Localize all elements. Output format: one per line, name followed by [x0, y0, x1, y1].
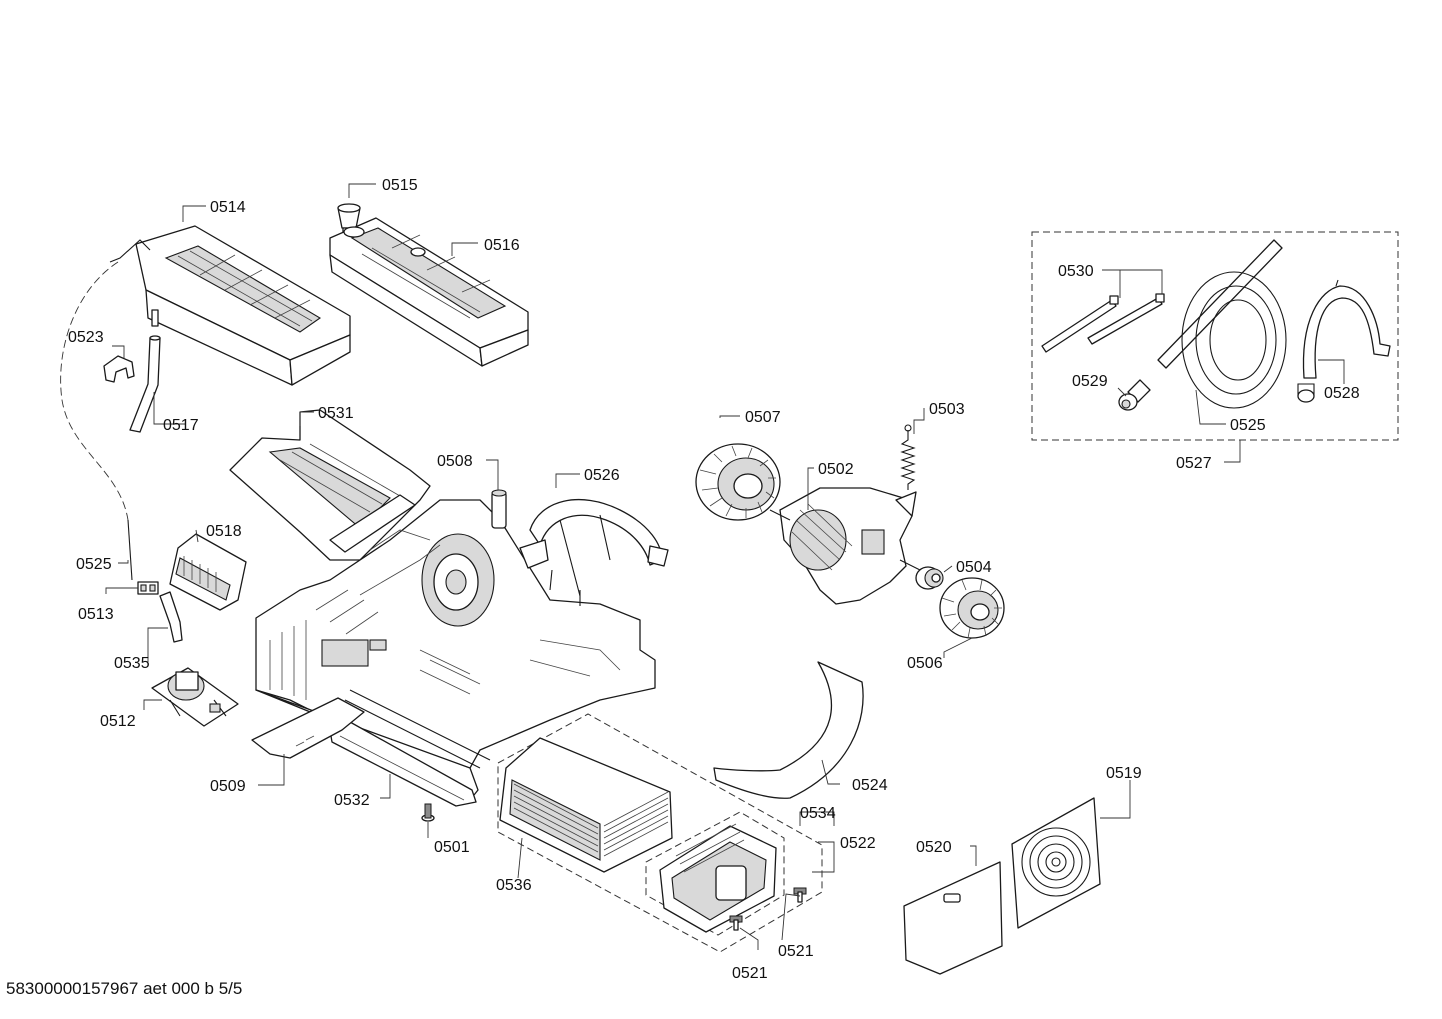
label-0536[interactable]: 0536: [496, 877, 532, 894]
label-0516[interactable]: 0516: [484, 237, 520, 254]
leader-lines: [105, 183, 1345, 950]
part-0523-clip[interactable]: [103, 355, 135, 383]
label-0509[interactable]: 0509: [210, 778, 246, 795]
part-0525-hose-left[interactable]: [127, 519, 133, 581]
label-0513[interactable]: 0513: [78, 606, 114, 623]
label-0517[interactable]: 0517: [163, 417, 199, 434]
label-0525-left[interactable]: 0525: [76, 556, 112, 573]
part-0520-cover-plate[interactable]: [903, 861, 1003, 975]
label-0521-bottom[interactable]: 0521: [732, 965, 768, 982]
part-0502-motor[interactable]: [769, 487, 921, 605]
part-0517-hose[interactable]: [129, 335, 161, 433]
document-id-footer: 58300000157967 aet 000 b 5/5: [6, 979, 243, 998]
kit-box-0522: [497, 713, 823, 953]
part-0529-nozzle[interactable]: [1118, 379, 1151, 411]
label-0527[interactable]: 0527: [1176, 455, 1212, 472]
part-0524-seal-strip[interactable]: [713, 661, 864, 799]
label-0514[interactable]: 0514: [210, 199, 246, 216]
label-0530[interactable]: 0530: [1058, 263, 1094, 280]
part-0530-cable-tie-a[interactable]: [1041, 295, 1119, 353]
part-0513-connector[interactable]: [137, 581, 159, 595]
label-0523[interactable]: 0523: [68, 329, 104, 346]
label-0512[interactable]: 0512: [100, 713, 136, 730]
label-0519[interactable]: 0519: [1106, 765, 1142, 782]
label-0504[interactable]: 0504: [956, 559, 992, 576]
label-0503[interactable]: 0503: [929, 401, 965, 418]
part-0501-screw[interactable]: [421, 803, 435, 822]
part-0516-container-cover[interactable]: [329, 217, 529, 367]
label-0521-right[interactable]: 0521: [778, 943, 814, 960]
part-0503-spring[interactable]: [900, 424, 916, 490]
part-0504-coupling[interactable]: [915, 566, 944, 590]
label-0520[interactable]: 0520: [916, 839, 952, 856]
part-0531-air-duct[interactable]: [229, 409, 431, 561]
label-0501[interactable]: 0501: [434, 839, 470, 856]
part-0508-sensor[interactable]: [491, 489, 507, 529]
part-0526-seal-band[interactable]: [519, 498, 669, 606]
label-0532[interactable]: 0532: [334, 792, 370, 809]
label-0508[interactable]: 0508: [437, 453, 473, 470]
part-0528-bracket[interactable]: [1297, 279, 1391, 403]
part-0519-grille-plate[interactable]: [1011, 797, 1101, 929]
label-0525-kit[interactable]: 0525: [1230, 417, 1266, 434]
part-0507-fan-wheel[interactable]: [695, 443, 781, 521]
kit-box-0534: [645, 811, 785, 936]
part-0535-hose[interactable]: [159, 591, 183, 643]
part-0509-cover-plate[interactable]: [251, 697, 365, 759]
label-0531[interactable]: 0531: [318, 405, 354, 422]
label-0528[interactable]: 0528: [1324, 385, 1360, 402]
label-0515[interactable]: 0515: [382, 177, 418, 194]
part-0536-heat-exchanger[interactable]: [499, 737, 673, 873]
label-0518[interactable]: 0518: [206, 523, 242, 540]
label-0535[interactable]: 0535: [114, 655, 150, 672]
part-0514-condensate-container[interactable]: [109, 225, 351, 386]
label-0522[interactable]: 0522: [840, 835, 876, 852]
label-0506[interactable]: 0506: [907, 655, 943, 672]
part-0530-cable-tie-b[interactable]: [1087, 293, 1165, 345]
part-0512-pump[interactable]: [151, 667, 239, 727]
part-0525-hose-coil[interactable]: [1157, 239, 1287, 409]
part-0521-screw-a[interactable]: [729, 915, 743, 931]
label-0524[interactable]: 0524: [852, 777, 888, 794]
part-0534-filter-frame[interactable]: [659, 823, 777, 933]
part-0521-screw-b[interactable]: [793, 887, 807, 903]
kit-box-0527: [1031, 231, 1399, 441]
drain-hose-dashed-run: [60, 261, 129, 521]
label-0502[interactable]: 0502: [818, 461, 854, 478]
label-0529[interactable]: 0529: [1072, 373, 1108, 390]
label-0534[interactable]: 0534: [800, 805, 836, 822]
label-0526[interactable]: 0526: [584, 467, 620, 484]
part-0506-fan-wheel[interactable]: [939, 577, 1005, 639]
label-0507[interactable]: 0507: [745, 409, 781, 426]
part-0518-pump-cover[interactable]: [169, 533, 247, 611]
